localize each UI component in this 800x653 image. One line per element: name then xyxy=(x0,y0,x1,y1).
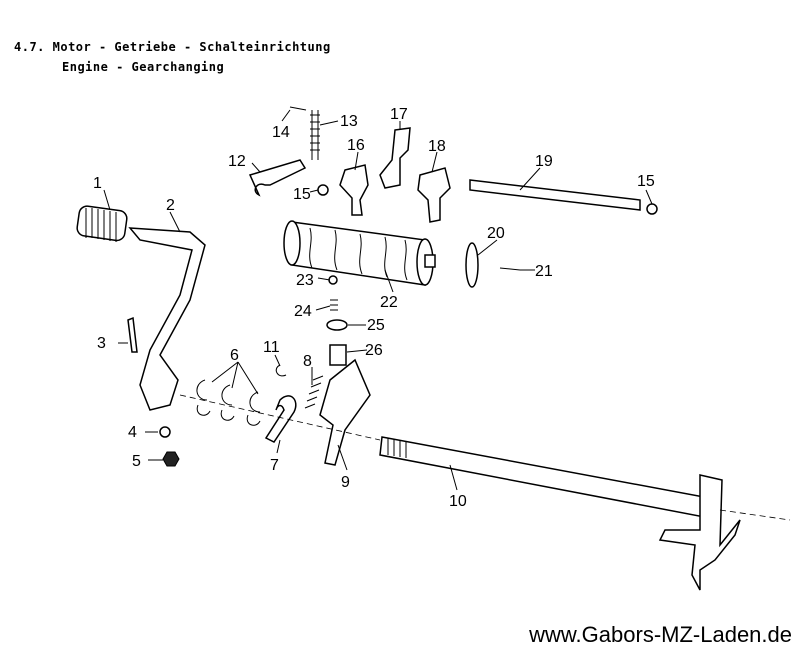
part-label-19: 19 xyxy=(535,153,553,170)
part-label-23: 23 xyxy=(296,272,314,289)
part-label-3: 3 xyxy=(97,335,106,352)
part-label-8: 8 xyxy=(303,353,312,370)
part-2-kick-lever xyxy=(128,227,206,411)
part-label-22: 22 xyxy=(380,294,398,311)
part-label-18: 18 xyxy=(428,138,446,155)
part-10-shaft xyxy=(379,436,741,591)
title-german: 4.7. Motor - Getriebe - Schalteinrichtun… xyxy=(14,40,331,54)
part-label-9: 9 xyxy=(341,474,350,491)
part-label-5: 5 xyxy=(132,453,141,470)
part-label-7: 7 xyxy=(270,457,279,474)
part-4-washer xyxy=(159,426,171,438)
part-label-10: 10 xyxy=(449,493,467,510)
part-number-labels: 1234567891011121314151516171819202122232… xyxy=(93,106,655,510)
part-20-disc xyxy=(465,242,479,288)
part-14-pin xyxy=(289,106,307,111)
part-5-nut xyxy=(162,451,180,467)
part-label-21: 21 xyxy=(535,263,553,280)
part-11-spring-clip xyxy=(275,364,287,377)
part-label-15: 15 xyxy=(293,186,311,203)
part-26-plug xyxy=(329,344,347,366)
part-label-26: 26 xyxy=(365,342,383,359)
part-label-1: 1 xyxy=(93,175,102,192)
part-15-washer-b xyxy=(646,203,658,215)
title-english: Engine - Gearchanging xyxy=(62,60,225,74)
part-label-12: 12 xyxy=(228,153,246,170)
part-label-11: 11 xyxy=(263,339,280,356)
part-3-bolt xyxy=(127,316,138,353)
website-footer: www.Gabors-MZ-Laden.de xyxy=(529,622,792,647)
part-21-screw xyxy=(499,267,521,271)
part-18-shift-fork xyxy=(417,167,451,223)
part-8-spring xyxy=(304,375,324,409)
part-label-24: 24 xyxy=(294,303,312,320)
part-22-shift-drum xyxy=(283,220,436,286)
leader-lines xyxy=(103,109,653,491)
part-12-lever xyxy=(248,159,307,197)
part-label-4: 4 xyxy=(128,424,137,441)
part-label-15: 15 xyxy=(637,173,655,190)
part-15-washer xyxy=(317,184,329,196)
part-17-shift-fork xyxy=(379,127,411,189)
part-label-20: 20 xyxy=(487,225,505,242)
part-label-6: 6 xyxy=(230,347,239,364)
part-16-shift-fork xyxy=(339,164,369,216)
part-label-2: 2 xyxy=(166,197,175,214)
part-6-springs xyxy=(196,379,261,426)
part-13-spring xyxy=(310,110,320,160)
part-1-kick-rubber xyxy=(76,205,128,242)
part-19-fork-shaft xyxy=(469,179,641,211)
part-7-pawl xyxy=(264,395,297,443)
part-label-16: 16 xyxy=(347,137,365,154)
part-24-spring xyxy=(330,299,338,311)
part-25-seal xyxy=(326,319,348,331)
part-label-25: 25 xyxy=(367,317,385,334)
part-label-17: 17 xyxy=(390,106,408,123)
part-label-14: 14 xyxy=(272,124,290,141)
part-label-13: 13 xyxy=(340,113,358,130)
part-9-shift-plate xyxy=(319,358,371,466)
parts-drawing xyxy=(76,106,791,591)
part-23-ball xyxy=(328,275,338,285)
